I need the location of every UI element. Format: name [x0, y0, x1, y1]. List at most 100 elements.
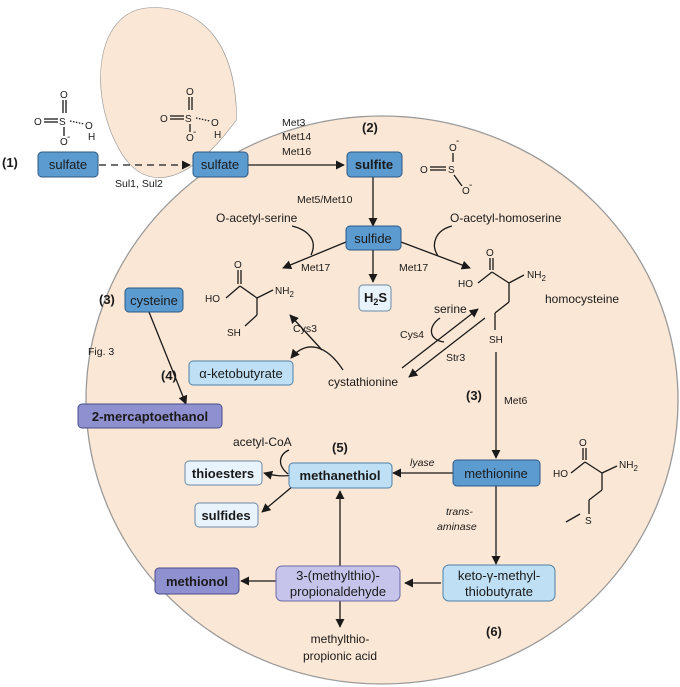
- svg-text:NH2: NH2: [275, 286, 294, 299]
- svg-text:SH: SH: [489, 335, 503, 346]
- box-methanethiol[interactable]: methanethiol: [288, 462, 393, 489]
- svg-text:sulfate: sulfate: [49, 157, 87, 172]
- box-cysteine[interactable]: cysteine: [124, 287, 184, 313]
- svg-text:O: O: [234, 260, 242, 271]
- svg-text:HO: HO: [205, 294, 220, 305]
- stage-label-3-methionine: (3): [466, 388, 482, 403]
- svg-text:O: O: [60, 90, 68, 101]
- svg-text:thioesters: thioesters: [192, 466, 254, 481]
- svg-text:H: H: [214, 130, 221, 141]
- svg-text:O: O: [486, 248, 494, 259]
- svg-text:sulfite: sulfite: [355, 157, 393, 172]
- svg-text:O: O: [211, 118, 219, 129]
- svg-text:methionol: methionol: [166, 574, 228, 589]
- enzyme-met17-left: Met17: [301, 262, 330, 274]
- yeast-cell-outline: [85, 7, 679, 685]
- svg-text:O: O: [462, 186, 470, 197]
- stage-label-3-cysteine: (3): [99, 292, 115, 307]
- box-2-mercaptoethanol[interactable]: 2-mercaptoethanol: [77, 403, 223, 429]
- svg-text:-: -: [193, 127, 196, 138]
- cystathionine-label: cystathionine: [328, 375, 398, 389]
- box-methionine[interactable]: methionine: [452, 459, 541, 487]
- svg-text:HO: HO: [553, 469, 568, 480]
- svg-text:-: -: [469, 180, 472, 191]
- box-sulfate-inside[interactable]: sulfate: [192, 151, 249, 178]
- enzyme-cys4: Cys4: [400, 329, 424, 341]
- sulfite-structure: O - O S O -: [420, 136, 472, 197]
- svg-text:O: O: [34, 117, 42, 128]
- aminase-label: aminase: [437, 521, 477, 533]
- svg-text:methanethiol: methanethiol: [300, 468, 381, 483]
- svg-text:O: O: [186, 133, 194, 144]
- svg-text:S: S: [585, 516, 592, 527]
- enzyme-str3: Str3: [446, 352, 465, 364]
- svg-text:O: O: [186, 87, 194, 98]
- enzyme-met6: Met6: [504, 395, 528, 407]
- svg-text:H2S: H2S: [364, 290, 387, 307]
- stage-label-1: (1): [2, 155, 18, 170]
- svg-text:NH2: NH2: [527, 270, 546, 283]
- box-h2s[interactable]: H2S: [358, 284, 392, 312]
- box-3-methylthio-propionaldehyde[interactable]: 3-(methylthio)- propionaldehyde: [275, 565, 401, 602]
- svg-text:-: -: [67, 132, 70, 143]
- homocysteine-label: homocysteine: [545, 292, 619, 306]
- svg-text:S: S: [185, 114, 192, 125]
- svg-text:HO: HO: [458, 279, 473, 290]
- svg-text:O: O: [160, 114, 168, 125]
- acetyl-coa-label: acetyl-CoA: [233, 435, 292, 449]
- homocysteine-structure: O HO NH2 SH: [458, 248, 546, 346]
- box-sulfide[interactable]: sulfide: [345, 225, 402, 251]
- svg-text:2-mercaptoethanol: 2-mercaptoethanol: [92, 409, 208, 424]
- box-alpha-ketobutyrate[interactable]: α-ketobutyrate: [188, 360, 294, 386]
- svg-text:methionine: methionine: [464, 466, 528, 481]
- stage-label-5: (5): [332, 440, 348, 455]
- enzyme-met17-right: Met17: [399, 262, 428, 274]
- o-acetyl-serine-label: O-acetyl-serine: [216, 211, 298, 225]
- svg-text:S: S: [448, 165, 455, 176]
- svg-text:H: H: [88, 132, 95, 143]
- serine-label: serine: [434, 302, 467, 316]
- sulfate-structure-outside: O O S O H O -: [34, 90, 95, 148]
- methylthiopropionic-acid-line2: propionic acid: [303, 649, 377, 663]
- svg-text:O: O: [60, 137, 68, 148]
- svg-text:O: O: [85, 121, 93, 132]
- svg-text:sulfides: sulfides: [201, 508, 250, 523]
- svg-text:O: O: [579, 438, 587, 449]
- svg-text:-: -: [456, 136, 459, 147]
- svg-text:O: O: [420, 165, 428, 176]
- enzyme-met3: Met3: [282, 117, 306, 129]
- svg-text:sulfide: sulfide: [354, 231, 392, 246]
- enzyme-met5-met10: Met5/Met10: [297, 194, 353, 206]
- svg-text:SH: SH: [227, 328, 241, 339]
- o-acetyl-homoserine-label: O-acetyl-homoserine: [450, 211, 562, 225]
- lyase-label: lyase: [410, 457, 435, 469]
- enzyme-sul1-sul2: Sul1, Sul2: [115, 178, 163, 190]
- svg-text:O: O: [449, 143, 457, 154]
- box-sulfate-outside[interactable]: sulfate: [37, 151, 99, 178]
- box-sulfite[interactable]: sulfite: [346, 151, 403, 178]
- enzyme-cys3: Cys3: [293, 323, 317, 335]
- trans-label: trans-: [446, 506, 473, 518]
- cysteine-structure: O HO NH2 SH: [205, 260, 294, 339]
- svg-text:S: S: [59, 117, 66, 128]
- methionine-structure: O HO NH2 S: [553, 438, 638, 527]
- box-methionol[interactable]: methionol: [154, 567, 240, 595]
- box-keto-gamma-methylthiobutyrate[interactable]: keto-γ-methyl- thiobutyrate: [442, 564, 556, 602]
- svg-text:3-(methylthio)-: 3-(methylthio)-: [296, 568, 380, 583]
- svg-text:NH2: NH2: [619, 460, 638, 473]
- svg-text:keto-γ-methyl-: keto-γ-methyl-: [458, 568, 540, 583]
- stage-label-6: (6): [486, 624, 502, 639]
- svg-text:thiobutyrate: thiobutyrate: [465, 584, 533, 599]
- stage-label-2: (2): [362, 120, 378, 135]
- fig3-reference: Fig. 3: [88, 346, 114, 358]
- svg-text:cysteine: cysteine: [130, 293, 178, 308]
- methylthiopropionic-acid-line1: methylthio-: [311, 632, 370, 646]
- sulfate-structure-inside: O O S O H O -: [160, 87, 221, 144]
- box-sulfides[interactable]: sulfides: [194, 502, 259, 528]
- svg-text:sulfate: sulfate: [201, 157, 239, 172]
- pathway-arrows: [99, 160, 501, 628]
- svg-text:propionaldehyde: propionaldehyde: [290, 584, 386, 599]
- box-thioesters[interactable]: thioesters: [184, 460, 263, 486]
- svg-text:α-ketobutyrate: α-ketobutyrate: [199, 366, 282, 381]
